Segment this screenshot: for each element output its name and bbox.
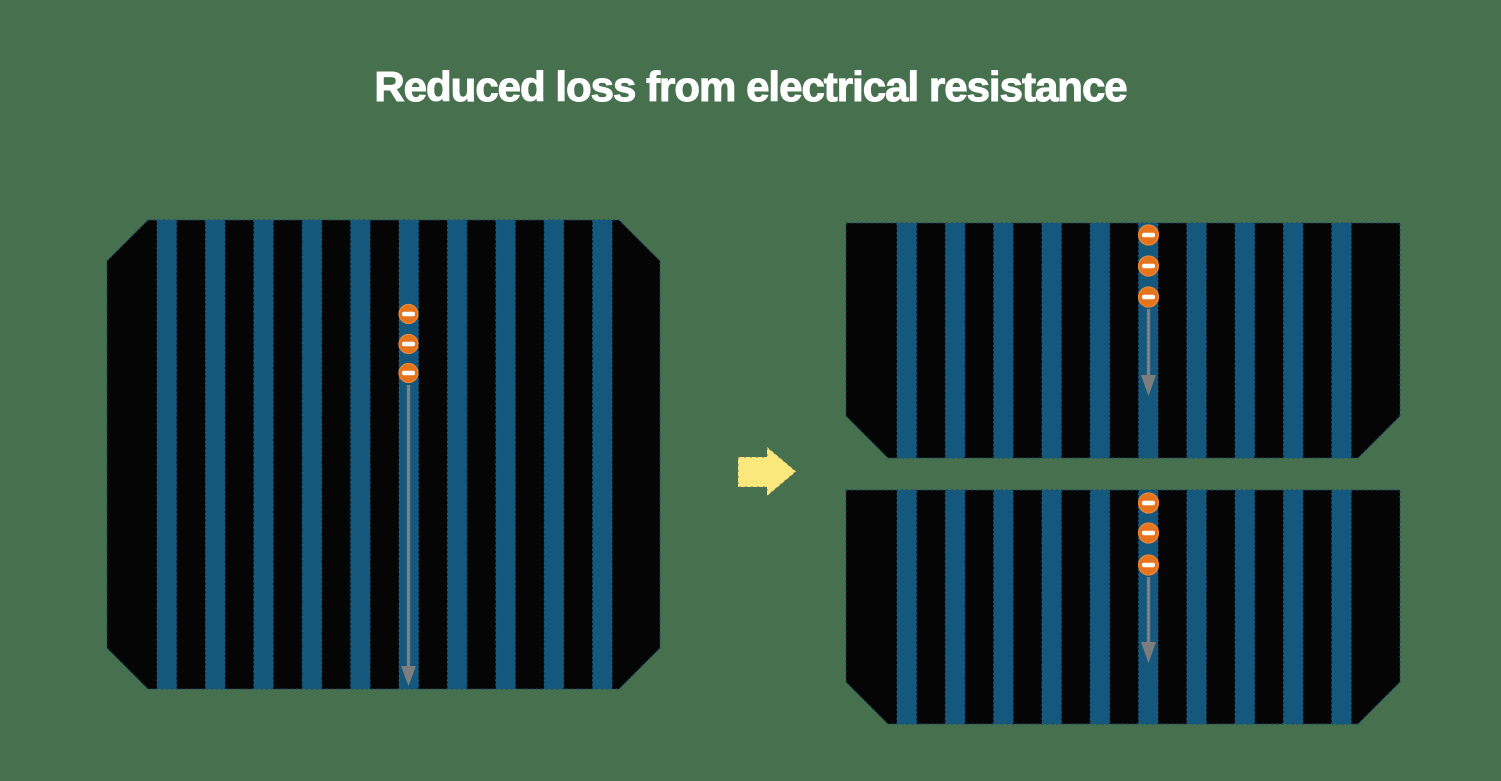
busbar: [993, 490, 1014, 724]
half-cell-top-busbars: [896, 223, 1352, 458]
electron-flow-arrow-head: [401, 666, 416, 686]
electron: [1137, 255, 1160, 277]
busbar: [1331, 223, 1352, 458]
minus-icon: [1142, 294, 1155, 300]
busbar: [944, 490, 966, 724]
electron: [1137, 554, 1160, 576]
busbar: [1186, 490, 1207, 724]
electron: [1137, 224, 1160, 246]
busbar: [543, 220, 565, 689]
busbar: [1041, 223, 1062, 458]
busbar: [1234, 223, 1256, 458]
electron: [1137, 522, 1160, 544]
busbar: [1186, 223, 1207, 458]
busbar: [301, 220, 323, 689]
busbar: [253, 220, 274, 689]
minus-icon: [1142, 500, 1155, 506]
half-cell-bottom: [845, 489, 1401, 725]
full-cell: [106, 219, 661, 690]
half-cell-top-body: [845, 222, 1401, 459]
busbar: [1234, 490, 1256, 724]
busbar: [896, 223, 917, 458]
minus-icon: [1142, 263, 1155, 269]
busbar: [350, 220, 371, 689]
half-cell-bottom-busbars: [896, 490, 1352, 724]
minus-icon: [1142, 232, 1155, 238]
minus-icon: [402, 311, 415, 317]
half-cell-bottom-body: [845, 489, 1401, 725]
busbar: [1089, 223, 1111, 458]
busbar: [495, 220, 516, 689]
electron: [398, 362, 419, 384]
busbar: [1331, 490, 1352, 724]
busbar: [592, 220, 613, 689]
minus-icon: [1142, 562, 1155, 568]
diagram-title: Reduced loss from electrical resistance: [374, 63, 1128, 111]
electron: [1137, 286, 1160, 308]
busbar: [1282, 490, 1304, 724]
electron: [1137, 492, 1160, 514]
busbar: [446, 220, 468, 689]
right-arrow-icon: [737, 445, 797, 498]
minus-icon: [402, 341, 415, 347]
busbar: [1282, 223, 1304, 458]
electron: [398, 333, 419, 355]
busbar: [896, 490, 917, 724]
electron-flow-arrow-head: [1141, 642, 1156, 663]
busbar: [156, 220, 177, 689]
electron: [398, 303, 419, 325]
busbar: [204, 220, 226, 689]
minus-icon: [402, 370, 415, 376]
half-cell-top: [845, 222, 1401, 459]
busbar: [1089, 490, 1111, 724]
busbar: [1041, 490, 1062, 724]
busbar: [993, 223, 1014, 458]
minus-icon: [1142, 530, 1155, 536]
full-cell-body: [106, 219, 661, 690]
electron-flow-arrow-head: [1141, 375, 1156, 396]
busbar: [944, 223, 966, 458]
